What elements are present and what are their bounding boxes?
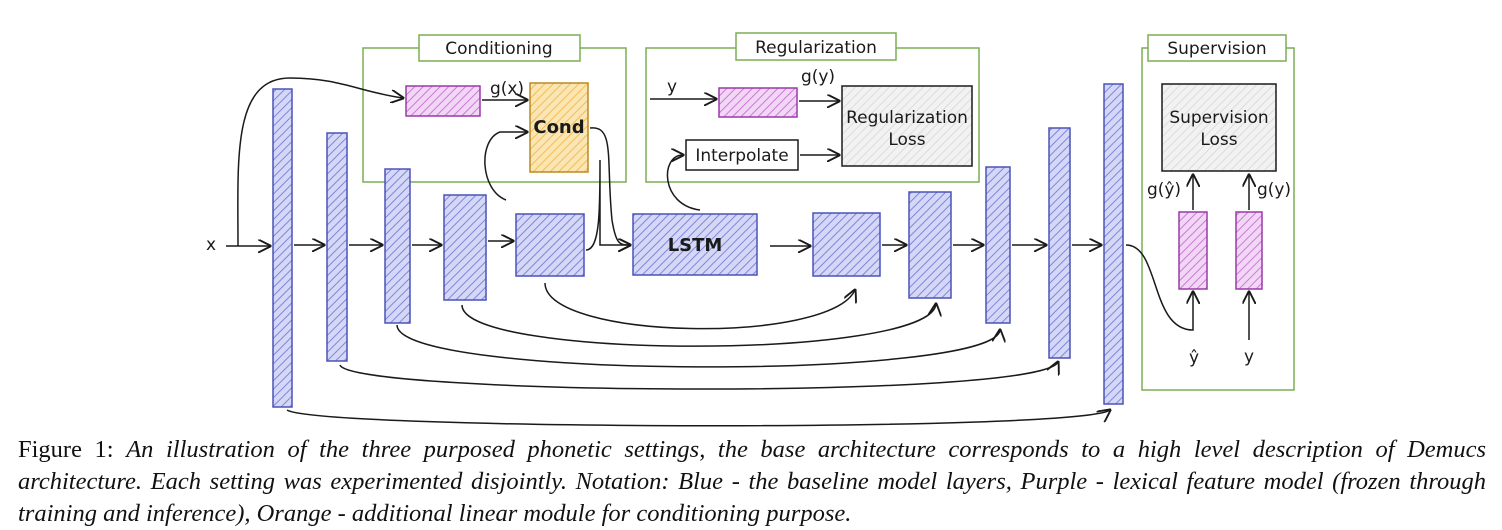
caption-text: An illustration of the three purposed ph… [18,436,1487,527]
conditioning-title: Conditioning [445,39,552,59]
reg-loss-line2: Loss [888,130,925,150]
supervision-title: Supervision [1167,39,1266,59]
supervision-loss-box [1161,83,1277,172]
lexical-model-cond [405,85,481,117]
encoder-layer-2 [326,132,348,362]
lstm-label: LSTM [668,235,723,256]
x-input-label: x [206,235,216,255]
regularization-title: Regularization [755,38,877,58]
cond-block [529,82,589,173]
decoder-layer-2 [908,191,952,299]
reg-loss-line1: Regularization [846,108,968,128]
interpolate-box [685,139,799,171]
interpolate-label: Interpolate [695,146,788,166]
decoder-layer-1 [812,212,881,277]
cond-label: Cond [533,117,584,138]
y-bottom-label: y [1244,347,1254,367]
figure-caption: Figure 1: An illustration of the three p… [18,434,1486,530]
gy-reg-label: g(y) [801,67,835,87]
arrows [226,77,1249,427]
lstm-block [632,213,758,276]
decoder-layer-3 [985,166,1011,324]
yhat-bottom-label: ŷ [1189,348,1199,368]
y-reg-label: y [667,77,677,97]
lexical-model-sup-pred [1178,211,1208,290]
sup-loss-line1: Supervision [1169,108,1268,128]
architecture-diagram: Conditioning Regularization Supervision … [206,32,1295,427]
encoder-layer-4 [443,194,487,301]
gx-label: g(x) [490,79,524,99]
lexical-model-reg [718,87,798,118]
gyhat-sup-label: g(ŷ) [1147,180,1181,200]
decoder-layer-4 [1048,127,1071,359]
decoder-layer-5 [1103,83,1124,405]
lexical-model-sup-target [1235,211,1263,290]
figure-label: Figure 1: [18,436,114,463]
sup-loss-line2: Loss [1200,130,1237,150]
encoder-layer-1 [272,88,293,408]
encoder-layer-3 [384,168,411,324]
encoder-layer-5 [515,213,585,277]
gy-sup-label: g(y) [1257,180,1291,200]
regularization-loss-box [841,85,973,167]
